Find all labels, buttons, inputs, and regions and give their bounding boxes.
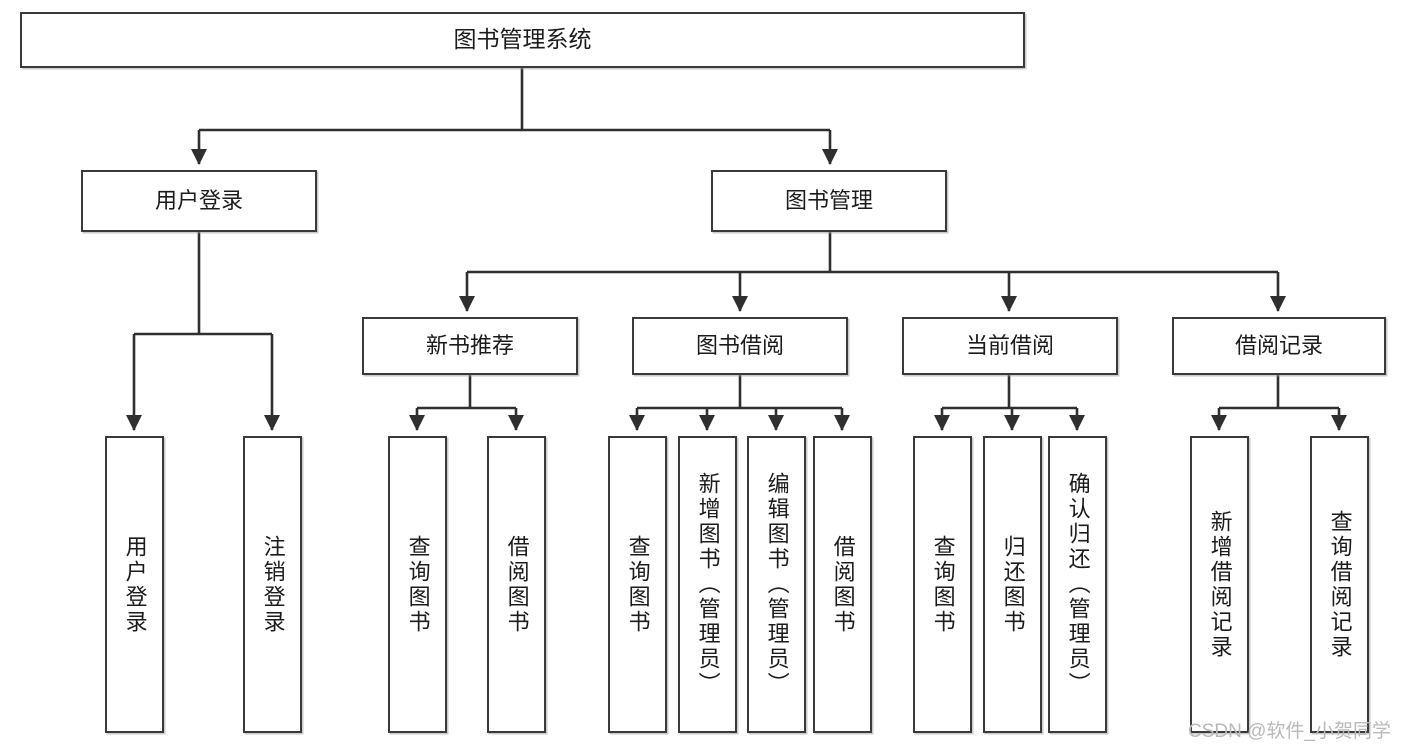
leaf-logout-label: 注销登录 <box>260 534 286 635</box>
node-current-borrow-label: 当前借阅 <box>965 333 1054 359</box>
leaf-query-books-borrow-label: 查询图书 <box>625 534 651 635</box>
leaf-query-borrow-record[interactable]: 查询借阅记录 <box>1310 436 1369 733</box>
leaf-query-books-recommend[interactable]: 查询图书 <box>388 436 447 733</box>
leaf-query-books-current[interactable]: 查询图书 <box>913 436 972 733</box>
node-borrow-records-label: 借阅记录 <box>1234 333 1323 359</box>
leaf-add-book-admin-label: 新增图书（管理员） <box>695 472 721 697</box>
leaf-confirm-return-admin-label: 确认归还（管理员） <box>1065 472 1091 697</box>
watermark-text: CSDN @软件_小贺同学 <box>1188 721 1391 742</box>
leaf-edit-book-admin-label: 编辑图书（管理员） <box>764 472 790 697</box>
leaf-query-books-borrow[interactable]: 查询图书 <box>608 436 667 733</box>
node-user-login-label: 用户登录 <box>154 188 243 214</box>
leaf-add-book-admin[interactable]: 新增图书（管理员） <box>678 436 737 733</box>
node-borrow-records[interactable]: 借阅记录 <box>1172 317 1386 375</box>
node-root[interactable]: 图书管理系统 <box>20 12 1025 68</box>
leaf-return-book[interactable]: 归还图书 <box>983 436 1042 733</box>
leaf-borrow-book[interactable]: 借阅图书 <box>813 436 872 733</box>
leaf-add-borrow-record[interactable]: 新增借阅记录 <box>1190 436 1249 733</box>
node-book-borrow[interactable]: 图书借阅 <box>632 317 848 375</box>
leaf-return-book-label: 归还图书 <box>1000 534 1026 635</box>
node-root-label: 图书管理系统 <box>453 26 592 53</box>
node-user-login[interactable]: 用户登录 <box>81 170 317 232</box>
leaf-query-books-current-label: 查询图书 <box>930 534 956 635</box>
leaf-add-borrow-record-label: 新增借阅记录 <box>1207 509 1233 660</box>
node-book-management-label: 图书管理 <box>784 188 873 214</box>
node-new-book-recommend-label: 新书推荐 <box>425 333 514 359</box>
leaf-query-books-recommend-label: 查询图书 <box>405 534 431 635</box>
leaf-logout[interactable]: 注销登录 <box>243 436 302 733</box>
node-new-book-recommend[interactable]: 新书推荐 <box>362 317 578 375</box>
leaf-user-login-label: 用户登录 <box>122 534 148 635</box>
node-book-management[interactable]: 图书管理 <box>711 170 947 232</box>
node-book-borrow-label: 图书借阅 <box>695 333 784 359</box>
leaf-query-borrow-record-label: 查询借阅记录 <box>1327 509 1353 660</box>
leaf-confirm-return-admin[interactable]: 确认归还（管理员） <box>1048 436 1107 733</box>
leaf-edit-book-admin[interactable]: 编辑图书（管理员） <box>747 436 806 733</box>
leaf-borrow-books-recommend[interactable]: 借阅图书 <box>487 436 546 733</box>
leaf-borrow-book-label: 借阅图书 <box>830 534 856 635</box>
node-current-borrow[interactable]: 当前借阅 <box>902 317 1118 375</box>
leaf-user-login[interactable]: 用户登录 <box>105 436 164 733</box>
leaf-borrow-books-recommend-label: 借阅图书 <box>504 534 530 635</box>
